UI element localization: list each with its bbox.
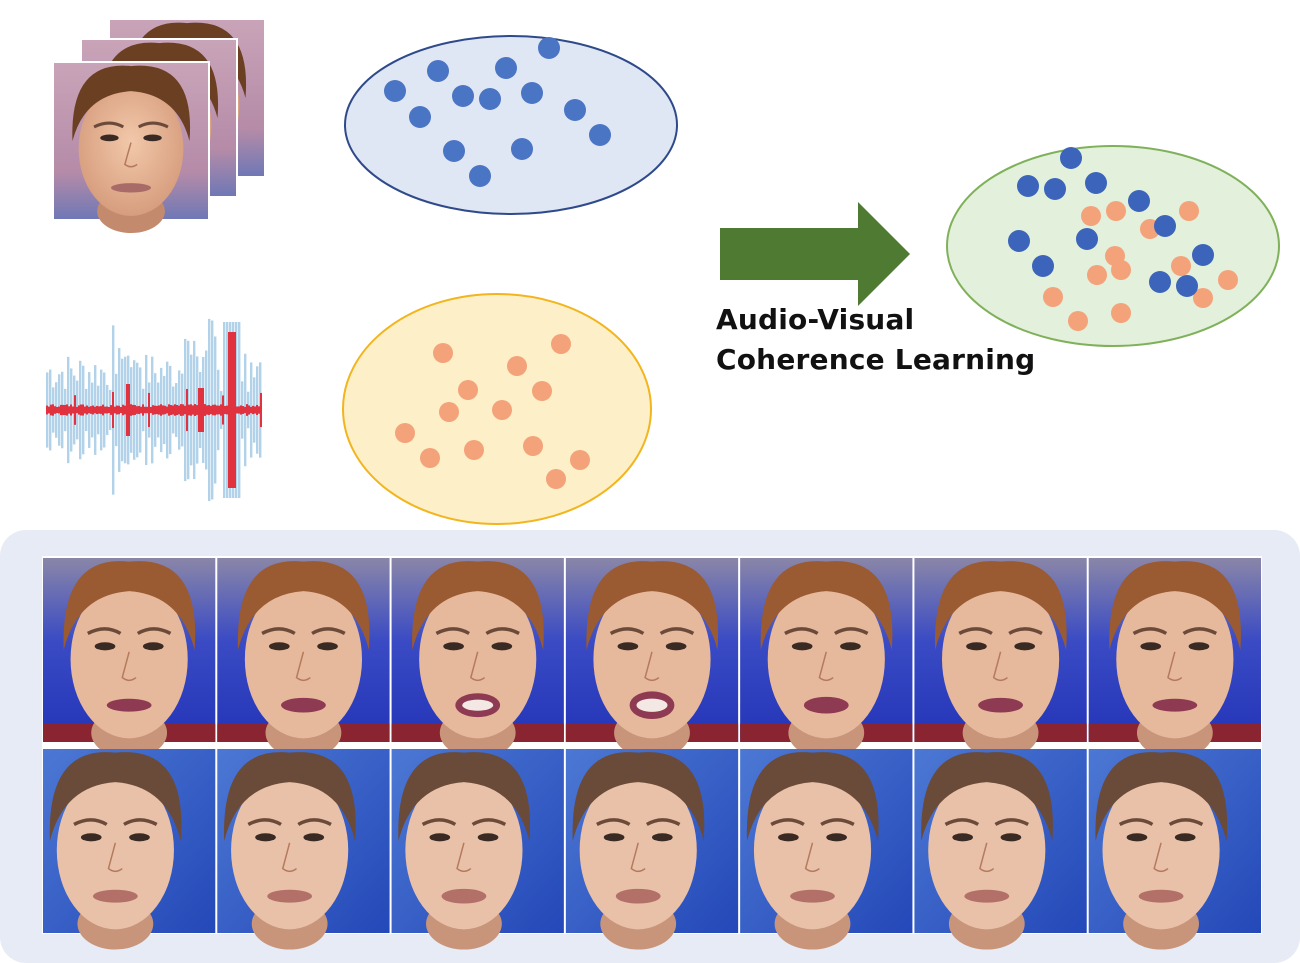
audio-feature-dot — [570, 450, 590, 470]
video-frame — [914, 749, 1087, 950]
visual-feature-dot — [1076, 228, 1098, 250]
video-frame — [217, 749, 390, 950]
visual-feature-dot — [409, 106, 431, 128]
audio-feature-dot — [395, 423, 415, 443]
visual-feature-dot — [384, 80, 406, 102]
joint-audio-visual-cluster — [946, 145, 1280, 347]
video-frame — [740, 749, 913, 950]
video-frame — [914, 558, 1087, 759]
visual-feature-dot — [521, 82, 543, 104]
visual-feature-dot — [469, 165, 491, 187]
right-arrow-icon — [720, 202, 910, 306]
visual-feature-dot — [1060, 147, 1082, 169]
arrow-label-line2: Coherence Learning — [716, 343, 1036, 376]
visual-feature-dot — [452, 85, 474, 107]
example-frames-panel — [0, 530, 1300, 963]
video-frame — [565, 749, 739, 950]
video-frame — [391, 558, 564, 759]
video-frame — [1088, 749, 1261, 950]
audio-feature-dot — [1218, 270, 1238, 290]
visual-feature-cluster — [344, 35, 678, 215]
audio-feature-dot — [1171, 256, 1191, 276]
audio-feature-dot — [1193, 288, 1213, 308]
video-frame — [217, 558, 390, 759]
audio-feature-dot — [420, 448, 440, 468]
visual-feature-dot — [1192, 244, 1214, 266]
visual-feature-dot — [1008, 230, 1030, 252]
audio-feature-dot — [1179, 201, 1199, 221]
visual-feature-dot — [589, 124, 611, 146]
audio-feature-dot — [1111, 303, 1131, 323]
visual-feature-dot — [1017, 175, 1039, 197]
visual-feature-dot — [1085, 172, 1107, 194]
video-frame — [1088, 558, 1261, 759]
audio-feature-dot — [507, 356, 527, 376]
audio-feature-dot — [523, 436, 543, 456]
audio-feature-dot — [1087, 265, 1107, 285]
video-frame — [740, 558, 913, 759]
woman-speaker-row — [43, 558, 1261, 759]
face-frame-stack-icon — [52, 18, 266, 234]
audio-feature-dot — [464, 440, 484, 460]
audio-feature-dot — [433, 343, 453, 363]
audio-feature-dot — [551, 334, 571, 354]
audio-feature-dot — [1081, 206, 1101, 226]
visual-feature-dot — [1044, 178, 1066, 200]
visual-feature-dot — [495, 57, 517, 79]
audio-feature-dot — [458, 380, 478, 400]
man-speaker-row — [43, 749, 1261, 950]
audio-waveform-icon — [44, 318, 262, 502]
audio-feature-dot — [439, 402, 459, 422]
arrow-label-line1: Audio-Visual — [716, 303, 915, 336]
video-frame — [43, 558, 216, 759]
visual-feature-dot — [1128, 190, 1150, 212]
visual-feature-dot — [1154, 215, 1176, 237]
audio-feature-dot — [1068, 311, 1088, 331]
audio-feature-dot — [1106, 201, 1126, 221]
audio-feature-dot — [1043, 287, 1063, 307]
visual-feature-dot — [427, 60, 449, 82]
audio-feature-dot — [492, 400, 512, 420]
video-frame — [391, 749, 564, 950]
audio-feature-dot — [1111, 260, 1131, 280]
visual-feature-dot — [538, 37, 560, 59]
visual-feature-dot — [479, 88, 501, 110]
visual-feature-dot — [1176, 275, 1198, 297]
visual-feature-dot — [443, 140, 465, 162]
arrow-label: Audio-Visual Coherence Learning — [716, 300, 1035, 380]
video-frame — [565, 558, 739, 759]
audio-feature-cluster — [342, 293, 652, 525]
audio-feature-dot — [532, 381, 552, 401]
visual-feature-dot — [1032, 255, 1054, 277]
visual-feature-dot — [564, 99, 586, 121]
face-frame — [52, 61, 210, 234]
video-frame — [43, 749, 216, 950]
visual-feature-dot — [511, 138, 533, 160]
visual-feature-dot — [1149, 271, 1171, 293]
audio-feature-dot — [546, 469, 566, 489]
